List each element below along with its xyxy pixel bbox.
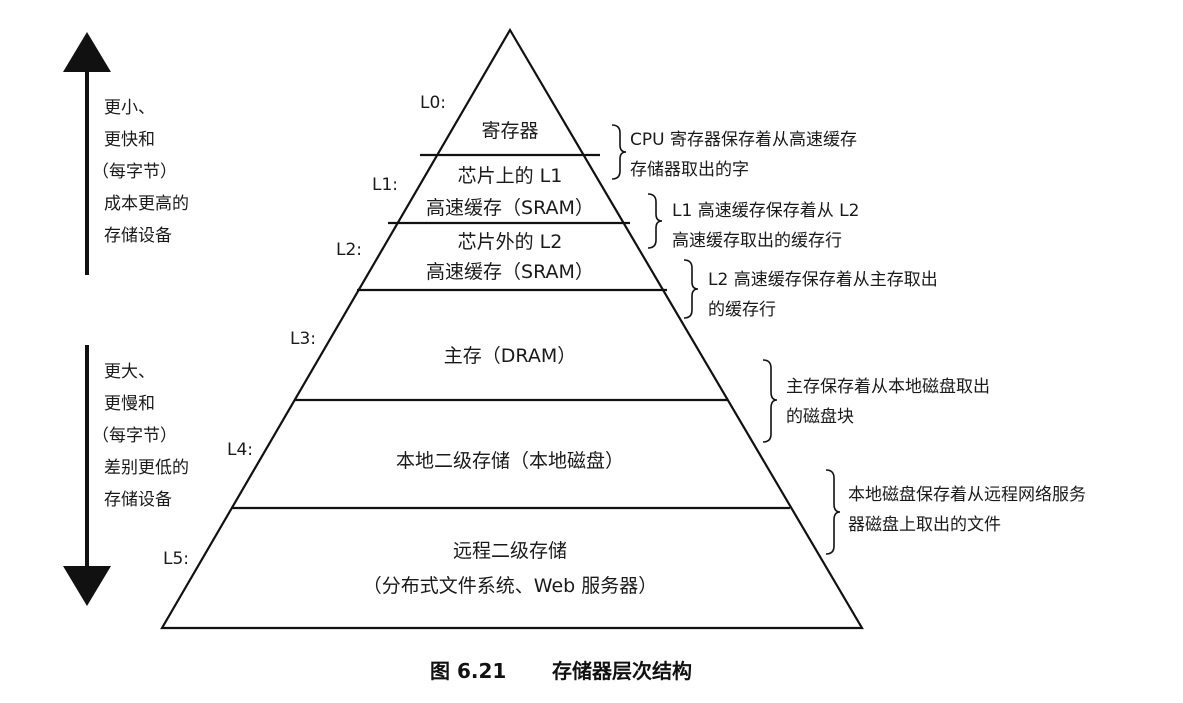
level-l1-label-line1: 芯片上的 L1 <box>458 165 563 187</box>
note-l0-line1: CPU 寄存器保存着从高速缓存 <box>630 130 857 150</box>
brace-l4 <box>825 469 841 555</box>
level-l0-label: 寄存器 <box>481 120 538 142</box>
level-l5-label-line1: 远程二级存储 <box>453 540 567 562</box>
left-top-line3: （每字节） <box>92 162 177 182</box>
figure-title: 存储器层次结构 <box>552 659 692 683</box>
level-l4-label: 本地二级存储（本地磁盘） <box>396 450 624 472</box>
level-l5-label-line2: （分布式文件系统、Web 服务器） <box>363 575 657 597</box>
level-tag-l5: L5: <box>163 549 189 569</box>
note-l4-line2: 器磁盘上取出的文件 <box>848 515 1001 535</box>
left-top-line2: 更快和 <box>104 130 155 150</box>
note-l1-line2: 高速缓存取出的缓存行 <box>672 231 842 251</box>
level-l2-label-line1: 芯片外的 L2 <box>458 231 563 253</box>
left-bottom-line5: 存储设备 <box>104 490 172 510</box>
level-tag-l3: L3: <box>290 329 316 349</box>
note-l2-line1: L2 高速缓存保存着从主存取出 <box>708 270 938 290</box>
left-top-line1: 更小、 <box>104 98 155 118</box>
level-tag-l1: L1: <box>372 175 398 195</box>
note-l4-line1: 本地磁盘保存着从远程网络服务 <box>848 485 1086 505</box>
brace-l3 <box>762 359 778 443</box>
level-l3-label: 主存（DRAM） <box>444 345 576 367</box>
brace-l1 <box>647 193 663 249</box>
level-l1-label-line2: 高速缓存（SRAM） <box>426 197 594 219</box>
figure-number: 图 6.21 <box>430 659 506 683</box>
note-l0-line2: 存储器取出的字 <box>630 160 749 180</box>
level-tag-l0: L0: <box>420 93 446 113</box>
left-bottom-line1: 更大、 <box>104 362 155 382</box>
level-tag-l4: L4: <box>227 440 253 460</box>
note-l2-line2: 的缓存行 <box>708 300 776 320</box>
note-l1-line1: L1 高速缓存保存着从 L2 <box>672 201 859 221</box>
left-bottom-line4: 差别更低的 <box>104 458 189 478</box>
left-bottom-line3: （每字节） <box>92 426 177 446</box>
brace-l0 <box>611 124 627 180</box>
level-tag-l2: L2: <box>336 240 362 260</box>
left-top-line5: 存储设备 <box>104 226 172 246</box>
brace-l2 <box>683 259 699 319</box>
left-bottom-line2: 更慢和 <box>104 393 155 414</box>
note-l3-line1: 主存保存着从本地磁盘取出 <box>786 377 990 397</box>
left-top-line4: 成本更高的 <box>104 194 189 214</box>
note-l3-line2: 的磁盘块 <box>786 407 854 427</box>
pyramid-outline <box>160 27 864 630</box>
level-l2-label-line2: 高速缓存（SRAM） <box>426 261 594 283</box>
